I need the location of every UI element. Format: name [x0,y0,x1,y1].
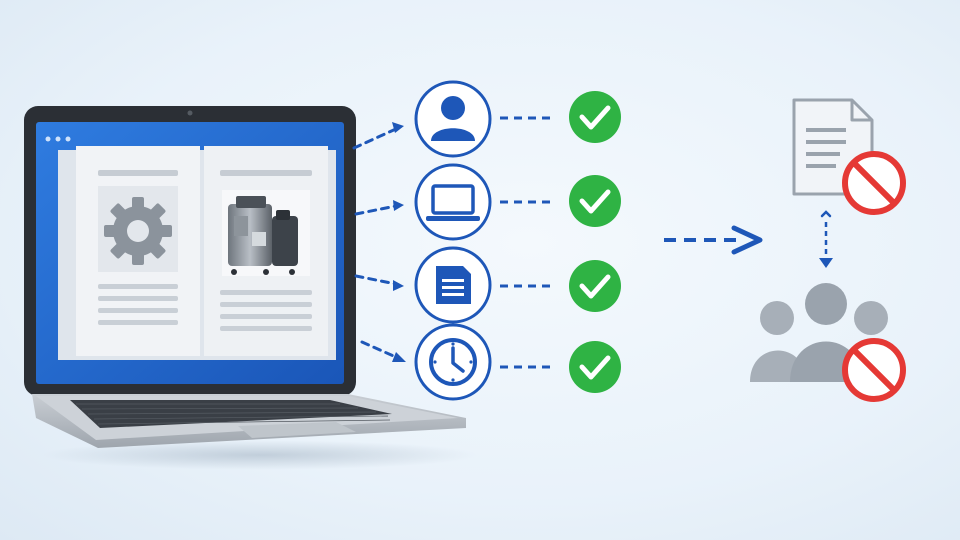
arrowhead-row-1 [392,122,404,133]
arrowhead-row-4 [392,352,406,362]
connector-row-2 [354,204,398,216]
result-document [792,98,906,215]
main-arrow [664,225,763,255]
laptop-trackpad[interactable] [238,422,356,438]
window-controls [45,136,71,142]
forbidden-icon [842,151,906,215]
check-connectors [500,116,556,369]
check-icon [569,260,621,312]
keyboard-keys [76,403,391,425]
check-icon [569,175,621,227]
machine-image [222,190,310,276]
laptop-icon-badge[interactable] [414,163,492,241]
arrowhead-row-3 [393,280,404,291]
person-icon-badge[interactable] [414,80,492,158]
connector-row-1 [352,126,400,150]
left-page-content [98,170,178,325]
connector-row-4 [360,340,400,360]
laptop [24,106,466,448]
person-icon [431,96,475,141]
form-icon-badge[interactable] [414,246,492,324]
arrowhead-row-2 [393,200,404,211]
result-group [750,283,906,402]
clock-icon-badge[interactable] [414,323,492,401]
camera [187,110,193,116]
connector-arrowheads [392,122,406,362]
check-column [569,91,621,393]
check-icon [569,91,621,143]
main-arrowhead [731,225,763,255]
gear-icon [104,197,172,265]
right-page-content [220,170,312,331]
vertical-connector [819,210,833,268]
laptop-icon [426,184,480,221]
form-icon [436,266,471,304]
flow-icon-column [414,80,492,401]
connector-row-3 [354,274,398,286]
clock-icon [429,338,477,386]
check-icon [569,341,621,393]
laptop-connectors [352,126,400,360]
forbidden-icon [842,338,906,402]
laptop-keyboard [70,400,392,428]
